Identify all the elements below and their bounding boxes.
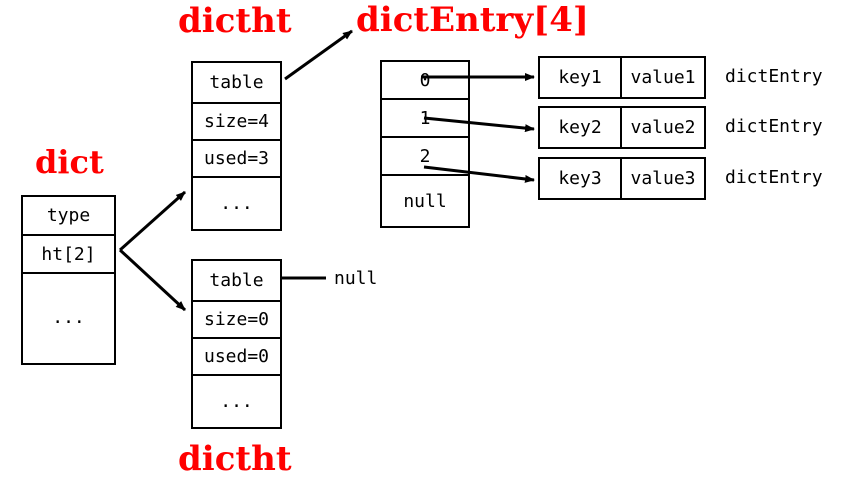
dict-field-ellipsis: ... [23,272,114,361]
bucket-slot-1: 1 [382,98,468,136]
dict-entry-box-3: key3 value3 [538,157,706,200]
dictht0-field-used: used=3 [193,139,280,176]
label-dict: dict [35,143,104,181]
label-dictht-bottom: dictht [178,439,292,479]
dict-entry-type-label-3: dictEntry [725,167,823,188]
bucket-slot-0: 0 [419,69,431,91]
dict-field-ht: ht[2] [23,234,114,272]
dictht0-field-ellipsis: ... [193,176,280,229]
label-dictht-top: dictht [178,1,292,41]
dict-entry-box-1: key1 value1 [538,56,706,99]
dictht1-field-size: size=0 [193,300,280,337]
dict-entry-key-3: key3 [558,168,602,189]
dictht1-field-ellipsis: ... [193,374,280,427]
arrow-dict-to-dictht1 [118,248,187,312]
arrow-dictht0-table-to-array [284,29,353,81]
dict-entry-value-1: value1 [620,58,704,97]
dictht0-struct-box: table size=4 used=3 ... [191,61,282,231]
bucket-slot-2: 2 [382,136,468,174]
dict-entry-key-1: key1 [558,67,602,88]
dict-entry-type-label-2: dictEntry [725,116,823,137]
dict-field-type: type [46,205,91,226]
dict-entry-value-2: value2 [620,108,704,147]
dict-entry-type-label-1: dictEntry [725,66,823,87]
label-dictentry-array: dictEntry[4] [356,0,589,40]
dict-entry-box-2: key2 value2 [538,106,706,149]
dict-struct-box: type ht[2] ... [21,195,116,365]
dictht1-struct-box: table size=0 used=0 ... [191,259,282,429]
dictht0-field-table: table [209,72,264,93]
dictht1-field-table: table [209,270,264,291]
arrow-dict-to-dictht0 [119,190,186,252]
null-pointer-label: null [334,268,378,289]
dict-entry-value-3: value3 [620,159,704,198]
bucket-slot-3: null [382,174,468,226]
bucket-array-box: 0 1 2 null [380,60,470,228]
dictht0-field-size: size=4 [193,102,280,139]
dict-entry-key-2: key2 [558,117,602,138]
dictht1-field-used: used=0 [193,337,280,374]
